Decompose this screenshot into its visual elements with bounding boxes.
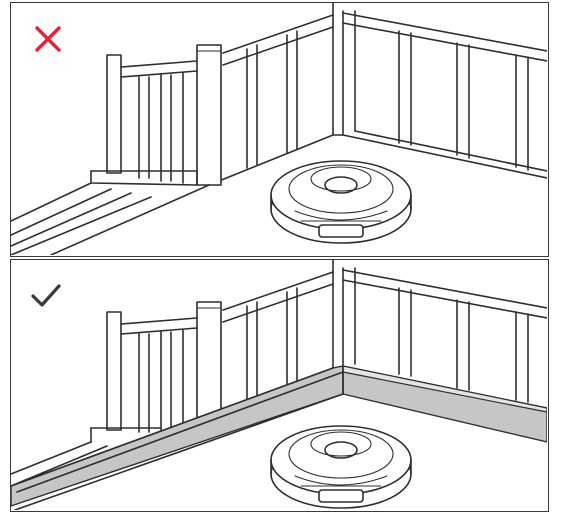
scene-without-barrier bbox=[11, 3, 547, 255]
correct-panel bbox=[10, 259, 549, 512]
check-mark-icon bbox=[31, 284, 61, 307]
cross-mark-icon bbox=[35, 26, 61, 52]
room-corner bbox=[11, 3, 547, 255]
robot-vacuum bbox=[270, 425, 412, 509]
physical-barrier bbox=[11, 365, 547, 510]
scene-with-barrier bbox=[11, 260, 547, 510]
incorrect-panel bbox=[10, 2, 549, 257]
room-corner bbox=[11, 260, 547, 487]
robot-vacuum bbox=[270, 160, 412, 244]
